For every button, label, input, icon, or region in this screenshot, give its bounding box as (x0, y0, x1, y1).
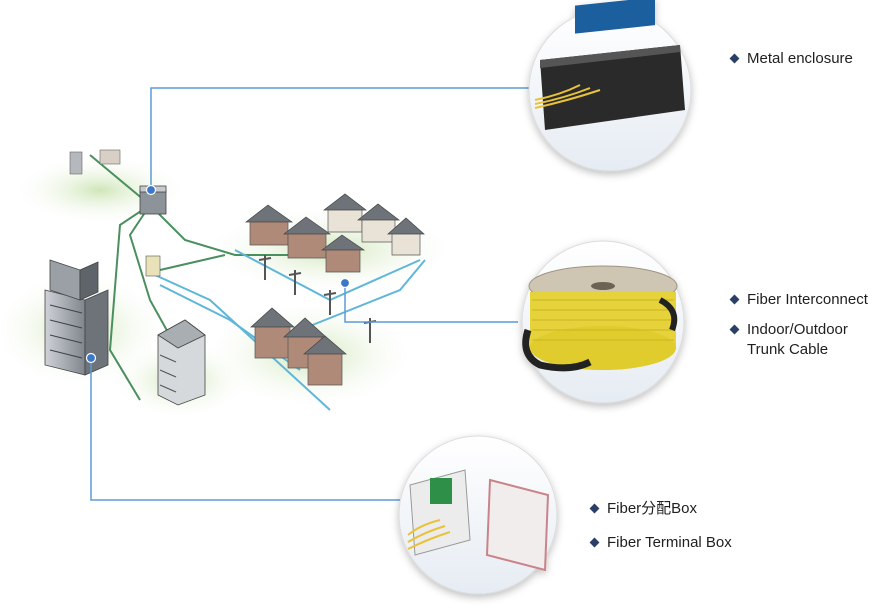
callout-labels-trunk-cable: Fiber Interconnect Indoor/Outdoor Trunk … (729, 290, 868, 370)
diamond-bullet-icon (729, 324, 740, 335)
label-text: Fiber Terminal Box (607, 534, 732, 551)
metal-enclosure-photo (528, 0, 692, 172)
houses-right (322, 193, 425, 256)
diamond-bullet-icon (729, 53, 740, 64)
callout-labels-metal-enclosure: Metal enclosure (729, 49, 853, 79)
street-cabinet (145, 255, 161, 277)
label-item: Fiber Terminal Box (589, 533, 732, 553)
callout-labels-terminal-box: Fiber分配Box Fiber Terminal Box (589, 499, 732, 563)
connector-terminal-box (90, 358, 400, 501)
distant-buildings (69, 149, 121, 175)
connector-trunk-cable (344, 283, 518, 323)
label-item: Indoor/Outdoor Trunk Cable (729, 320, 868, 360)
distribution-cables (154, 249, 426, 411)
label-text: Indoor/Outdoor Trunk Cable (747, 321, 848, 358)
label-text: Fiber分配Box (607, 500, 698, 517)
label-text: Metal enclosure (747, 50, 853, 67)
houses-lower (250, 307, 347, 386)
diamond-bullet-icon (729, 294, 740, 305)
callout-connectors (90, 87, 530, 501)
diamond-bullet-icon (589, 503, 600, 514)
label-item: Metal enclosure (729, 49, 853, 69)
connector-metal-enclosure (150, 87, 530, 190)
diamond-bullet-icon (589, 537, 600, 548)
fiber-reel-photo (521, 240, 685, 404)
office-tower (44, 259, 109, 376)
houses-upper (244, 204, 366, 273)
label-item: Fiber Interconnect (729, 290, 868, 310)
label-text: Fiber Interconnect (747, 291, 868, 308)
connection-nodes (85, 184, 351, 364)
terminal-box-photo (398, 435, 558, 595)
apartment-block (157, 319, 206, 406)
label-item: Fiber分配Box (589, 499, 732, 519)
